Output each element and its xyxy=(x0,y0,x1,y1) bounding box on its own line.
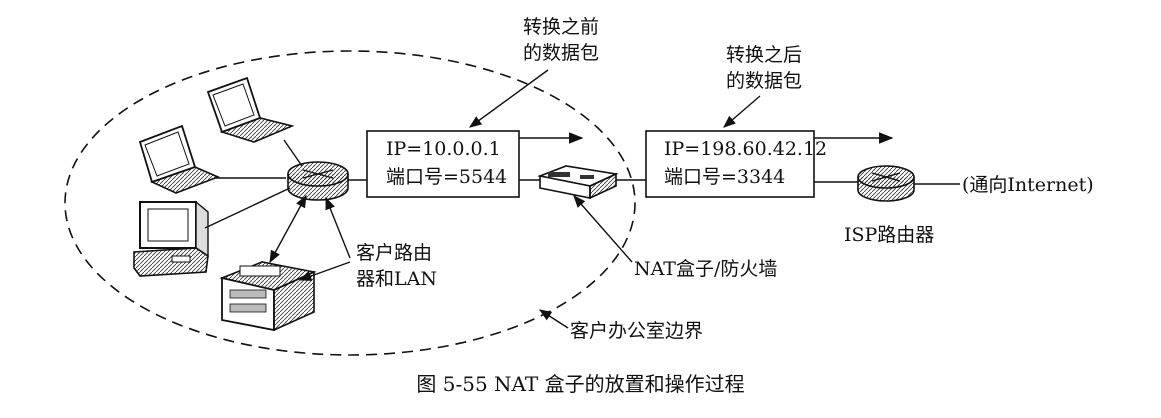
customer-router-label-line1: 客户路由 xyxy=(356,242,433,264)
figure-caption: 图 5-55 NAT 盒子的放置和操作过程 xyxy=(416,372,745,396)
after-packet-label-line1: 转换之后 xyxy=(726,44,803,66)
packet-after-ip: IP=198.60.42.12 xyxy=(664,138,828,160)
customer-router-label-line2: 器和LAN xyxy=(356,268,437,290)
packet-after-port: 端口号=3344 xyxy=(664,166,786,188)
packet-before-box xyxy=(366,130,520,198)
after-label-arrow xyxy=(723,95,761,128)
isp-router-label: ISP路由器 xyxy=(844,224,935,246)
packet-before-ip: IP=10.0.0.1 xyxy=(386,138,501,160)
printer-icon xyxy=(219,261,317,332)
boundary-label-arrow xyxy=(538,309,569,329)
laptop-icon xyxy=(206,76,295,143)
label-printer-arrow xyxy=(298,261,351,281)
laptop-icon xyxy=(138,124,221,194)
before-packet-label-line2: 的数据包 xyxy=(523,42,600,64)
packet-after-box xyxy=(645,130,815,198)
customer-router-icon xyxy=(287,161,349,201)
nat-label-arrow xyxy=(573,195,633,263)
nat-box-label: NAT盒子/防火墙 xyxy=(634,258,778,280)
before-packet-label-line1: 转换之前 xyxy=(523,16,600,38)
desktop-computer-icon xyxy=(133,200,209,277)
label-router-arrow xyxy=(325,196,351,259)
isp-router-icon xyxy=(857,165,915,202)
router-printer-arrow xyxy=(269,194,307,264)
before-label-arrow xyxy=(468,69,549,128)
office-boundary-label: 客户办公室边界 xyxy=(570,320,704,342)
packet-before-port: 端口号=5544 xyxy=(386,166,508,188)
internet-label: (通向Internet) xyxy=(962,174,1094,196)
nat-box-icon xyxy=(537,165,619,200)
office-boundary-ellipse xyxy=(64,50,636,356)
after-packet-label-line2: 的数据包 xyxy=(726,70,803,92)
